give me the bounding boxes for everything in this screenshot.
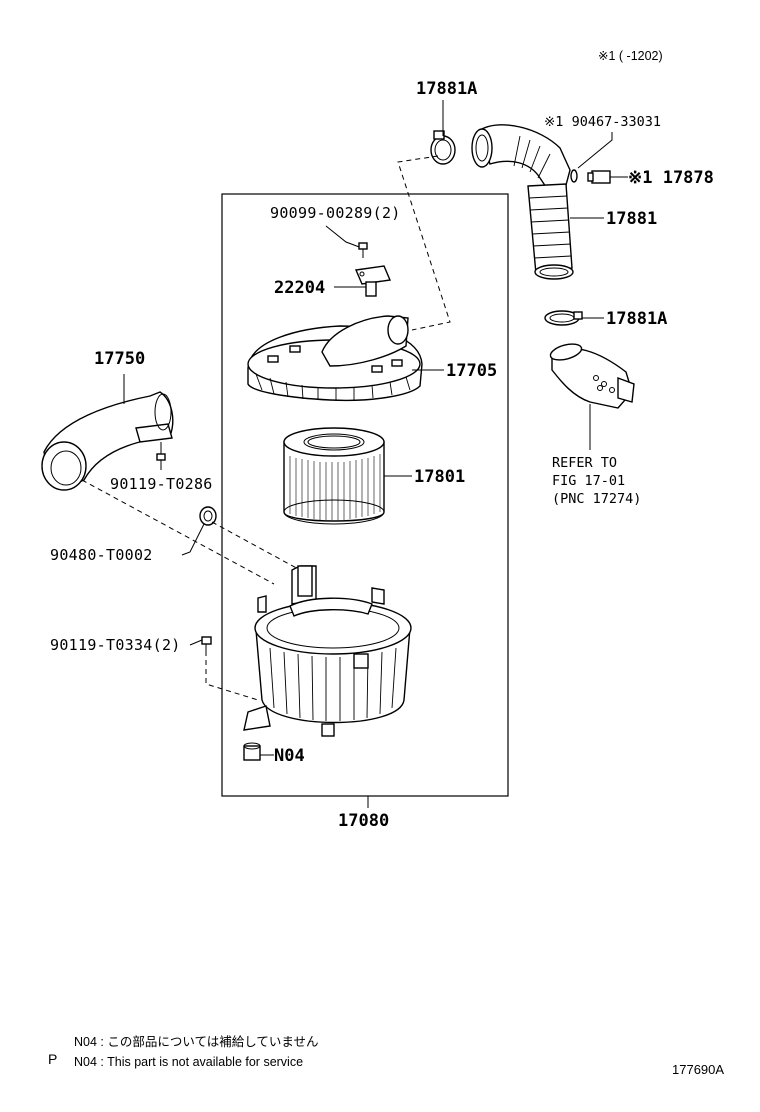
label-17881[interactable]: 17881: [606, 209, 657, 229]
fitting-17878-drawing: [587, 170, 611, 184]
label-17881a-top[interactable]: 17881A: [416, 79, 477, 99]
leader-90099: [325, 225, 363, 249]
label-17881a-mid[interactable]: 17881A: [606, 309, 667, 329]
clamp-mid-drawing: [544, 310, 583, 326]
cap-17705-drawing: [247, 315, 423, 402]
footer-note-en: N04 : This part is not available for ser…: [74, 1055, 303, 1069]
label-90099-00289[interactable]: 90099-00289(2): [270, 204, 401, 222]
clamp-to-cap-dashline: [397, 155, 451, 331]
grommet-dashline: [211, 521, 301, 571]
footer-note-jp: N04 : この部品については補給していません: [74, 1034, 318, 1049]
case-lower-drawing: [243, 565, 412, 737]
duct-17750-drawing: [41, 391, 174, 491]
label-17705[interactable]: 17705: [446, 361, 497, 381]
refer-line2: FIG 17-01: [552, 473, 625, 489]
assembly-frame: [221, 193, 509, 797]
screw-duct-drawing: [156, 453, 166, 470]
oring-drawing: [570, 169, 578, 183]
clamp-top-drawing: [430, 130, 456, 165]
label-90467-33031[interactable]: ※1 90467-33031: [544, 114, 661, 130]
applicability-note: ※1 ( -1202): [598, 49, 663, 63]
grommet-drawing: [199, 506, 217, 526]
duct-to-case-dashline: [81, 479, 275, 585]
label-n04[interactable]: N04: [274, 746, 305, 766]
bolt-top-drawing: [358, 242, 368, 258]
leader-90467: [577, 132, 613, 169]
bolt-case-dashline: [205, 660, 259, 701]
figure-id: 177690A: [672, 1062, 724, 1077]
hose-17881-drawing: [471, 124, 574, 280]
label-17878[interactable]: ※1 17878: [628, 168, 714, 188]
label-17801[interactable]: 17801: [414, 467, 465, 487]
label-90480-t0002[interactable]: 90480-T0002: [50, 546, 153, 564]
leader-grommet: [181, 523, 205, 556]
elbow-hose-drawing: [549, 343, 635, 409]
label-17750[interactable]: 17750: [94, 349, 145, 369]
label-90119-t0286[interactable]: 90119-T0286: [110, 475, 213, 493]
footer-marker: P: [48, 1051, 57, 1067]
label-17080[interactable]: 17080: [338, 811, 389, 831]
label-22204[interactable]: 22204: [274, 278, 325, 298]
refer-line3: (PNC 17274): [552, 491, 641, 507]
bolt-case-drawing: [201, 636, 212, 656]
refer-line1: REFER TO: [552, 455, 617, 471]
sensor-22204-drawing: [354, 265, 392, 297]
n04-drawing: [243, 742, 261, 761]
leader-bolt-case: [189, 639, 203, 646]
filter-element-drawing: [283, 427, 385, 525]
label-90119-t0334[interactable]: 90119-T0334(2): [50, 636, 181, 654]
